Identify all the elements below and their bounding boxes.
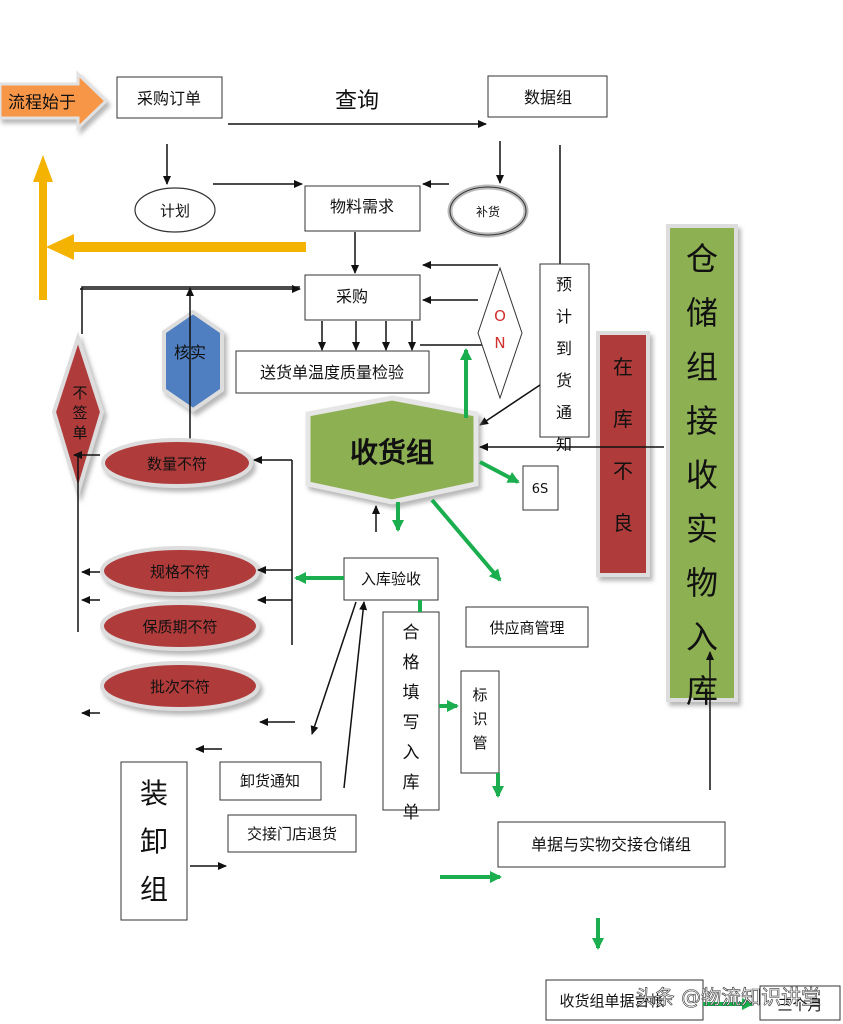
material-demand-box: 物料需求 bbox=[304, 185, 421, 232]
left-connectors bbox=[73, 451, 295, 753]
plan-ellipse: 计划 bbox=[134, 187, 216, 233]
svg-text:单据与实物交接仓储组: 单据与实物交接仓储组 bbox=[531, 835, 691, 854]
svg-text:批次不符: 批次不符 bbox=[150, 678, 210, 696]
svg-text:送货单温度质量检验: 送货单温度质量检验 bbox=[260, 363, 404, 382]
purchase-order-box: 采购订单 bbox=[116, 76, 223, 119]
svg-text:收货组单据台帐: 收货组单据台帐 bbox=[559, 992, 664, 1010]
svg-text:供应商管理: 供应商管理 bbox=[489, 619, 564, 637]
verify-hexagon: 核实 bbox=[162, 309, 224, 413]
data-group-box: 数据组 bbox=[487, 75, 608, 118]
doc-handover-box: 单据与实物交接仓储组 bbox=[497, 821, 726, 868]
one-month-box: 三个月 bbox=[759, 985, 841, 1021]
label-mgmt-box: 标识管 bbox=[460, 670, 500, 774]
svg-text:规格不符: 规格不符 bbox=[150, 563, 210, 581]
svg-text:物料需求: 物料需求 bbox=[330, 197, 394, 216]
on-diamond: O N O N bbox=[0, 0, 523, 400]
replenish-ellipse: 补货 bbox=[447, 184, 529, 238]
watermark-text: 头条 @物流知识讲堂 bbox=[635, 985, 821, 1009]
svg-text:6S: 6S bbox=[532, 482, 549, 497]
warehouse-group-bar: 仓储组接收实物入库 bbox=[666, 224, 738, 710]
svg-text:入库验收: 入库验收 bbox=[361, 570, 421, 588]
svg-text:N: N bbox=[494, 334, 505, 352]
load-unload-box: 装卸组 bbox=[120, 761, 188, 921]
spec-mismatch-ellipse: 规格不符 bbox=[100, 546, 260, 596]
svg-text:收货组: 收货组 bbox=[350, 436, 434, 469]
procurement-box: 采购 bbox=[304, 274, 421, 321]
receiving-group-hexagon: 收货组 bbox=[305, 395, 479, 505]
supplier-mgmt-box: 供应商管理 bbox=[465, 606, 589, 648]
svg-text:装卸组: 装卸组 bbox=[140, 777, 168, 906]
svg-text:标识管: 标识管 bbox=[472, 686, 487, 752]
qty-mismatch-ellipse: 数量不符 bbox=[101, 438, 253, 488]
batch-mismatch-ellipse: 批次不符 bbox=[100, 661, 260, 711]
svg-text:三个月: 三个月 bbox=[777, 996, 822, 1014]
svg-text:O: O bbox=[494, 307, 506, 325]
return-arrows bbox=[33, 155, 306, 300]
procurement-down-arrows bbox=[318, 321, 498, 351]
start-label: 流程始于 bbox=[8, 93, 76, 113]
expected-arrival-box: 预计到货通知 bbox=[539, 263, 590, 454]
svg-text:采购: 采购 bbox=[336, 287, 368, 306]
svg-text:O N: O N bbox=[0, 0, 2, 1]
svg-text:卸货通知: 卸货通知 bbox=[240, 772, 300, 790]
svg-text:合格填写入库单: 合格填写入库单 bbox=[403, 623, 420, 823]
svg-text:不签单: 不签单 bbox=[72, 384, 87, 442]
svg-text:数据组: 数据组 bbox=[524, 88, 572, 107]
start-arrow: 流程始于 bbox=[0, 70, 109, 132]
store-return-box: 交接门店退货 bbox=[227, 814, 357, 853]
in-stock-bad-bar: 在库不良 bbox=[596, 331, 650, 577]
inbound-check-box: 入库验收 bbox=[343, 557, 439, 601]
svg-text:仓储组接收实物入库: 仓储组接收实物入库 bbox=[686, 240, 718, 710]
svg-text:补货: 补货 bbox=[476, 204, 500, 219]
shelf-mismatch-ellipse: 保质期不符 bbox=[100, 601, 260, 651]
query-label: 查询 bbox=[335, 89, 379, 114]
svg-text:计划: 计划 bbox=[160, 202, 190, 220]
svg-text:在库不良: 在库不良 bbox=[613, 355, 633, 535]
receiving-doc-box: 收货组单据台帐 bbox=[545, 979, 704, 1021]
svg-text:保质期不符: 保质期不符 bbox=[142, 618, 217, 636]
expected-arrival-label: 预计到货通知 bbox=[556, 275, 572, 454]
six-s-box: 6S bbox=[522, 465, 559, 511]
delivery-check-box: 送货单温度质量检验 bbox=[235, 350, 430, 394]
svg-text:采购订单: 采购订单 bbox=[137, 89, 201, 108]
svg-text:数量不符: 数量不符 bbox=[147, 455, 207, 473]
fill-inbound-box: 合格填写入库单 bbox=[382, 611, 440, 823]
unload-notice-box: 卸货通知 bbox=[219, 761, 322, 801]
svg-text:交接门店退货: 交接门店退货 bbox=[247, 825, 337, 843]
